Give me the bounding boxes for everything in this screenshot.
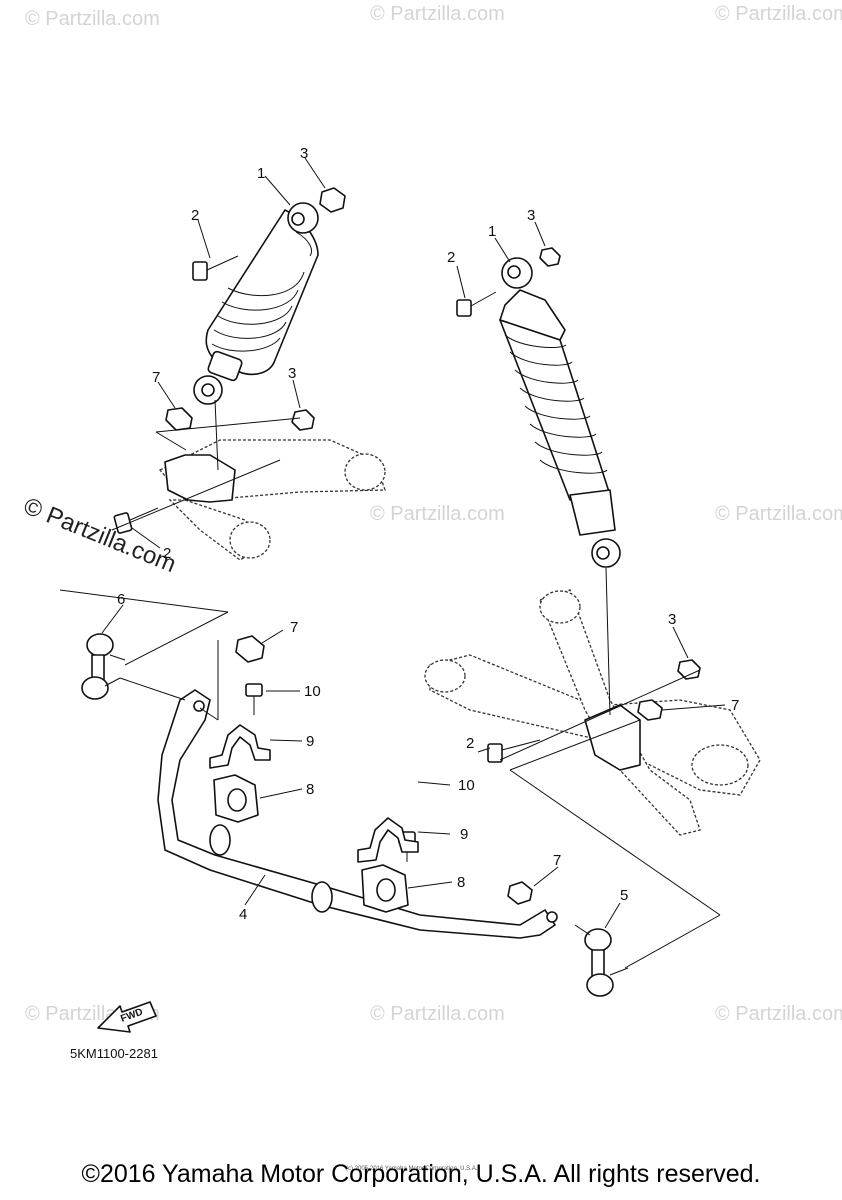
callout-9: 9: [460, 826, 468, 843]
fwd-arrow-icon: FWD: [97, 1001, 157, 1033]
watermark: © Partzilla.com: [715, 3, 842, 25]
nut-icon: [677, 659, 701, 680]
callout-9: 9: [306, 733, 314, 750]
watermark: © Partzilla.com: [370, 3, 505, 25]
nut-icon: [165, 407, 193, 431]
nut-icon: [539, 247, 561, 267]
nut-icon: [319, 187, 346, 213]
callout-numbers: 1 3 2 7 3 2 6 7 10 9 8 10 9 8 7 5 4 2 1 …: [117, 145, 739, 923]
watermark-primary: © Partzilla.com: [20, 493, 180, 579]
callout-2: 2: [163, 545, 171, 562]
nut-icon: [507, 881, 533, 905]
right-shock-absorber: [499, 257, 621, 568]
bolt-icon: [192, 255, 239, 281]
callout-8: 8: [457, 874, 465, 891]
stabilizer-link-right: [574, 924, 629, 997]
bolt-icon: [113, 507, 159, 534]
callout-8: 8: [306, 781, 314, 798]
bolt-icon: [245, 683, 263, 715]
watermark: © Partzilla.com: [715, 503, 842, 525]
callout-3: 3: [668, 611, 676, 628]
callout-10: 10: [304, 683, 321, 700]
bushing-icon: [213, 774, 259, 823]
callout-3: 3: [527, 207, 535, 224]
bolt-icon: [487, 739, 541, 763]
left-shock-assembly: [111, 187, 386, 561]
diagram-code: 5KM1100-2281: [70, 1046, 158, 1061]
nut-icon: [637, 699, 663, 721]
callout-7: 7: [152, 369, 160, 386]
stabilizer-link-left: [81, 633, 126, 700]
watermark: © Partzilla.com: [370, 1003, 505, 1025]
callout-3: 3: [300, 145, 308, 162]
bolt-icon: [456, 291, 497, 317]
left-shock-absorber: [193, 202, 319, 405]
callout-3: 3: [288, 365, 296, 382]
callout-2: 2: [447, 249, 455, 266]
watermark: © Partzilla.com: [715, 1003, 842, 1025]
watermark: © Partzilla.com: [370, 503, 505, 525]
callout-7: 7: [553, 852, 561, 869]
callout-6: 6: [117, 591, 125, 608]
callout-1: 1: [257, 165, 265, 182]
callout-2: 2: [466, 735, 474, 752]
callout-7: 7: [290, 619, 298, 636]
bracket-icon: [209, 724, 271, 769]
callout-4: 4: [239, 906, 247, 923]
copyright-notice: ©2016 Yamaha Motor Corporation, U.S.A. A…: [81, 1160, 761, 1188]
bracket-icon: [357, 817, 419, 863]
stabilizer-assembly: [59, 589, 721, 997]
callout-1: 1: [488, 223, 496, 240]
right-shock-assembly: [424, 247, 761, 916]
callout-7: 7: [731, 697, 739, 714]
callout-2: 2: [191, 207, 199, 224]
nut-icon: [291, 409, 315, 431]
callout-5: 5: [620, 887, 628, 904]
callout-leaders: [101, 157, 726, 929]
callout-10: 10: [458, 777, 475, 794]
nut-icon: [235, 635, 265, 663]
bushing-icon: [361, 864, 409, 913]
watermark: © Partzilla.com: [25, 8, 160, 30]
small-copyright: (c) 2005-2016 Yamaha Motor Corporation, …: [346, 1166, 478, 1172]
